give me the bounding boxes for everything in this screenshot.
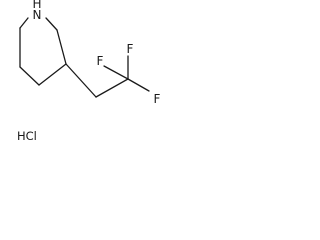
fluorine-left-label: F bbox=[97, 54, 104, 68]
bond-n1-c2 bbox=[45, 17, 58, 31]
nitrogen-atom-label: N bbox=[33, 8, 42, 22]
bond-c3-ch2 bbox=[65, 63, 97, 98]
fluorine-right-label: F bbox=[154, 92, 161, 106]
nitrogen-hydrogen-label: H bbox=[32, 0, 41, 11]
bond-c3-c4 bbox=[38, 63, 67, 86]
bond-ch2-cf3 bbox=[95, 78, 129, 98]
bond-cf3-f-right bbox=[127, 78, 150, 92]
hydrochloride-label: HCl bbox=[17, 129, 37, 143]
bond-c4-c5 bbox=[19, 66, 40, 86]
chemical-structure: N H F F F HCl bbox=[17, 0, 161, 143]
bond-cf3-f-left bbox=[103, 65, 129, 80]
bond-c2-c3 bbox=[56, 29, 67, 65]
bond-c5-n1 bbox=[19, 17, 29, 29]
fluorine-top-label: F bbox=[127, 42, 134, 56]
